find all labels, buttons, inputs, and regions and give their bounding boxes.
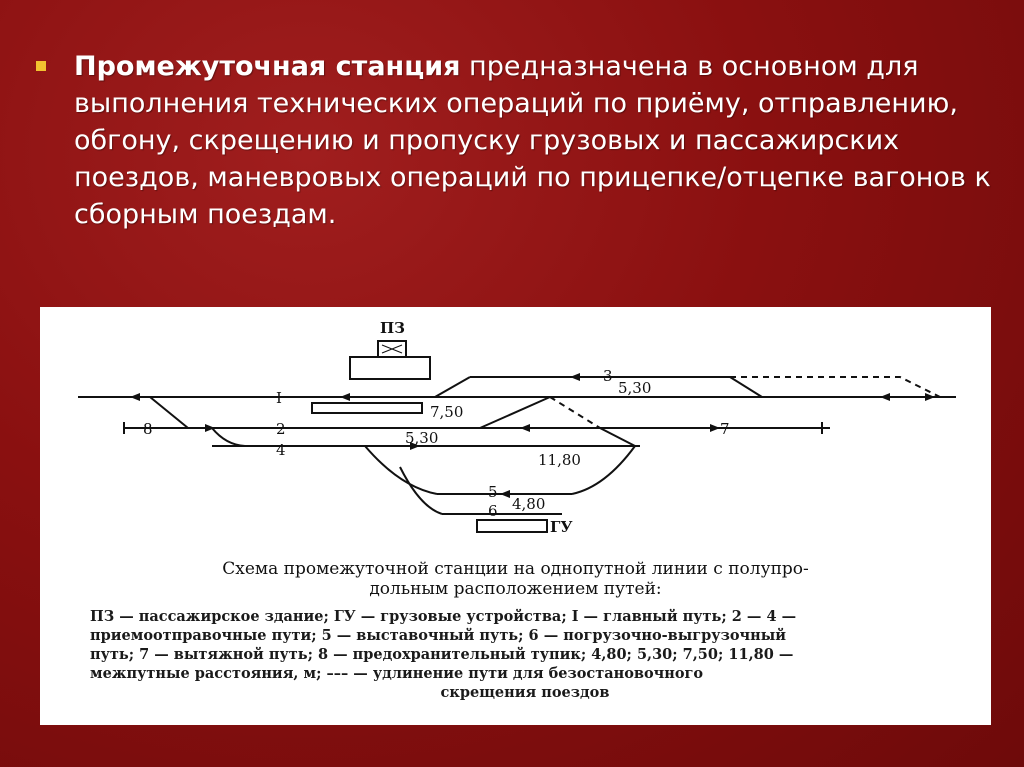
distance-480: 4,80	[512, 495, 545, 513]
distance-530-top: 5,30	[618, 379, 651, 397]
distance-530-mid: 5,30	[405, 429, 438, 447]
caption-title-line-1: Схема промежуточной станции на однопутно…	[222, 559, 809, 579]
track-label-2: 2	[276, 420, 286, 438]
legend-line-4: межпутные расстояния, м; ––– — удлинение…	[90, 665, 704, 682]
track-3-right-switch	[729, 376, 763, 398]
passenger-building	[349, 356, 431, 380]
track-label-3: 3	[603, 367, 613, 385]
distance-1180: 11,80	[538, 451, 581, 469]
connector-2-4-right	[599, 427, 636, 447]
legend-line-1: ПЗ — пассажирское здание; ГУ — грузовые …	[90, 608, 797, 625]
track-label-1: I	[276, 389, 282, 407]
bullet-square-icon	[36, 61, 46, 71]
track-label-4: 4	[276, 441, 286, 459]
connector-2-4	[211, 427, 246, 447]
track-label-6: 6	[488, 502, 498, 520]
connector-4-5	[571, 445, 636, 495]
building-label: ПЗ	[380, 319, 405, 337]
connector-left-6	[399, 466, 443, 515]
paragraph-body: предназначена в основном для выполнения …	[74, 51, 991, 230]
legend-line-5: скрещения поездов	[440, 684, 610, 701]
extension-dashed-2	[549, 396, 601, 429]
connector-left-5	[364, 445, 438, 495]
bold-lead: Промежуточная станция	[74, 51, 461, 82]
caption-legend: ПЗ — пассажирское здание; ГУ — грузовые …	[90, 607, 960, 702]
distance-750: 7,50	[430, 403, 463, 421]
caption-title-line-2: дольным расположением путей:	[369, 579, 662, 599]
passenger-platform	[311, 402, 423, 414]
track-label-7: 7	[720, 420, 730, 438]
slide-paragraph: Промежуточная станция предназначена в ос…	[74, 48, 996, 233]
connector-2-1	[479, 396, 551, 429]
legend-line-2: приемоотправочные пути; 5 — выставочный …	[90, 627, 787, 644]
station-scheme-figure: ПЗ ГУ I 2 3 4 5 6 7 8 5,30 7,50 5,30 11,…	[40, 307, 991, 725]
track-3-left-switch	[434, 376, 471, 398]
slide-text-block: Промежуточная станция предназначена в ос…	[36, 48, 996, 233]
track-diagram: ПЗ ГУ I 2 3 4 5 6 7 8 5,30 7,50 5,30 11,…	[78, 319, 956, 536]
legend-line-3: путь; 7 — вытяжной путь; 8 — предохранит…	[90, 646, 794, 663]
extension-dashed-3	[730, 376, 941, 398]
track-label-8: 8	[143, 420, 153, 438]
caption-title: Схема промежуточной станции на однопутно…	[40, 559, 991, 599]
buffer-track-7	[821, 422, 830, 434]
connector-1-2	[149, 396, 189, 429]
track-label-5: 5	[488, 483, 498, 501]
freight-facility	[476, 519, 548, 533]
freight-label: ГУ	[550, 518, 573, 536]
